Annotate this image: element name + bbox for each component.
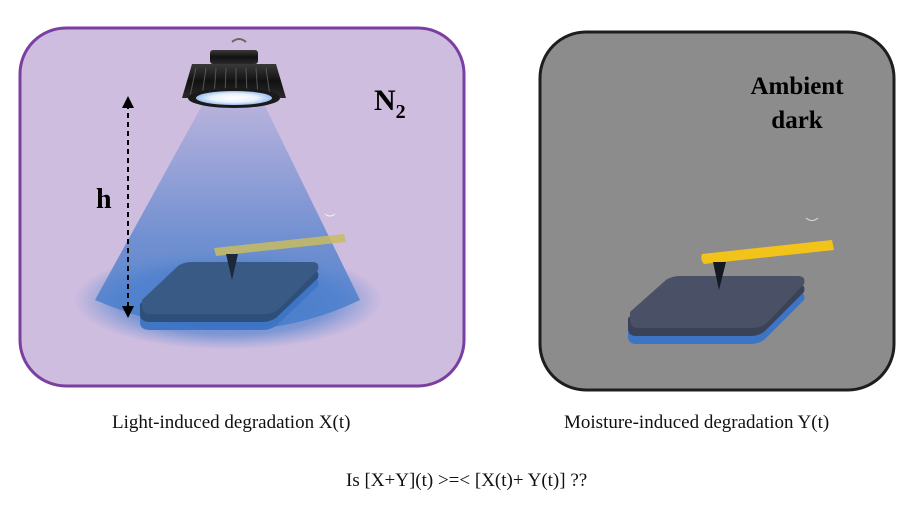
dark-chamber-panel: Ambient dark <box>538 30 896 392</box>
afm-cantilever <box>214 234 346 280</box>
sample-stage <box>140 262 319 330</box>
nitrogen-label: N2 <box>374 84 406 123</box>
light-degradation-caption: Light-induced degradation X(t) <box>112 412 351 433</box>
ambient-label: Ambient <box>750 73 844 100</box>
laser-reflection-mark <box>324 213 336 217</box>
sample-stage-dark <box>628 276 805 344</box>
afm-cantilever-dark <box>701 240 834 290</box>
lamp-icon <box>182 38 286 108</box>
moisture-degradation-caption: Moisture-induced degradation Y(t) <box>564 412 830 433</box>
dark-chamber-box <box>538 30 896 392</box>
dark-label: dark <box>771 107 823 134</box>
height-label: h <box>96 184 112 215</box>
question-caption: Is [X+Y](t) >=< [X(t)+ Y(t)] ?? <box>346 470 588 491</box>
laser-reflection-mark-dark <box>805 217 819 221</box>
light-chamber-panel: h N2 <box>18 26 466 388</box>
height-arrow <box>122 96 134 318</box>
